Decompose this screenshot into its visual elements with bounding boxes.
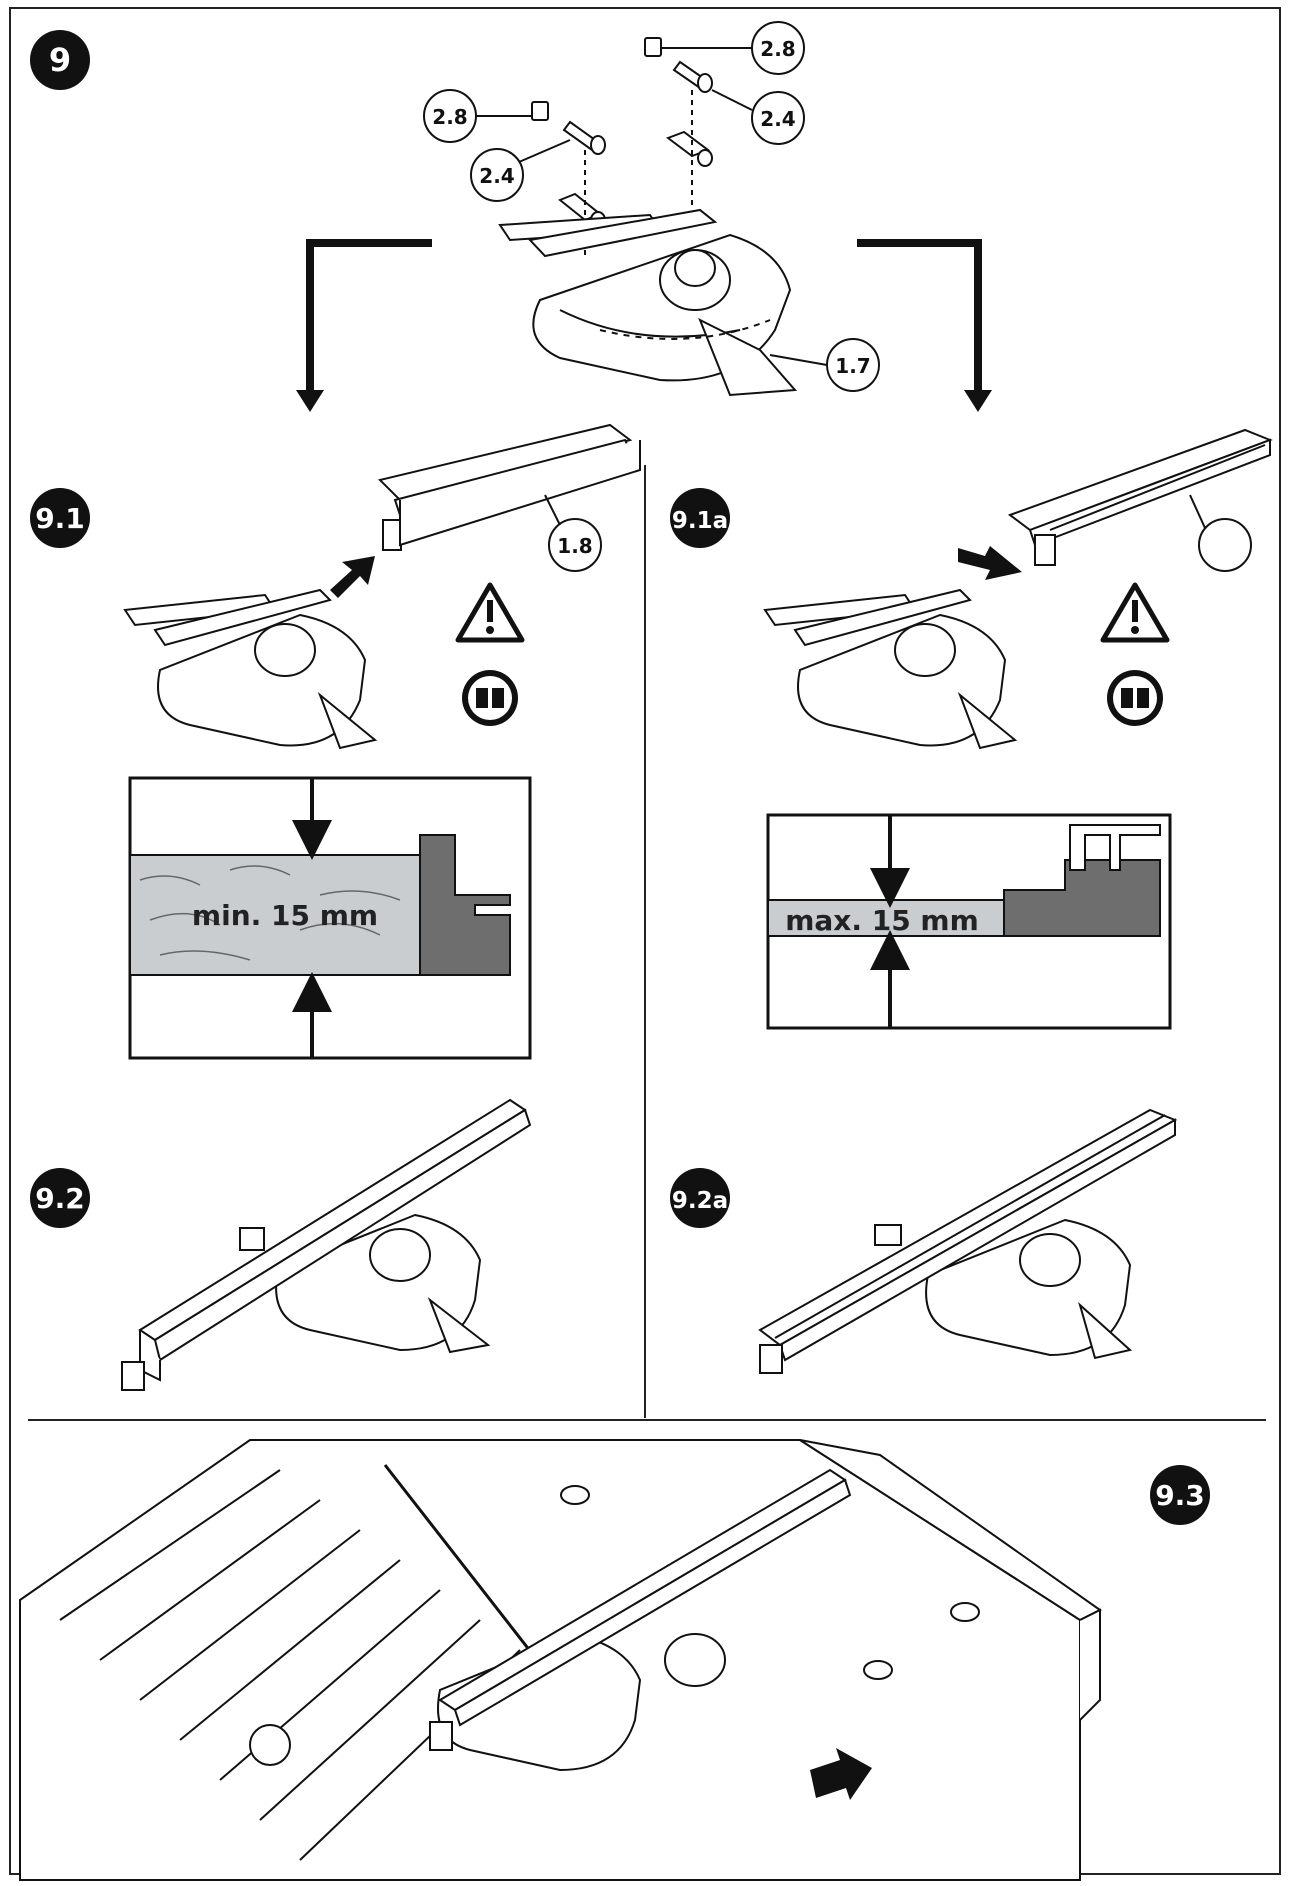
bolt-right-icon (672, 60, 713, 93)
callout-fence-9-1: 1.8 (544, 494, 602, 572)
detail-box-9-1: min. 15 mm (128, 776, 532, 1060)
step-9-1a-badge: 9.1a (670, 488, 730, 548)
fence-profile-section-low (1003, 859, 1161, 937)
svg-text:2.8: 2.8 (432, 105, 467, 129)
fence-profile-9-1a (1007, 428, 1273, 566)
saw-table-9-3 (19, 1439, 1102, 1881)
manual-info-icon (462, 670, 518, 726)
workpiece-wood (129, 854, 421, 976)
warning-triangle-icon (1100, 582, 1170, 643)
nut-right-icon (644, 37, 662, 57)
bolt-left-icon (562, 120, 606, 155)
fence-profile-9-1 (378, 423, 641, 551)
svg-text:9.1a: 9.1a (672, 508, 728, 534)
svg-text:1.7: 1.7 (835, 354, 870, 378)
branch-arrow-left (296, 239, 432, 412)
svg-text:2.4: 2.4 (760, 107, 795, 131)
max-thickness-label: max. 15 mm (785, 904, 979, 937)
warning-triangle-icon (455, 582, 525, 643)
callout-leader-9-1a (1189, 494, 1206, 529)
miter-gauge-9-1 (123, 588, 378, 750)
step-9-2-badge: 9.2 (30, 1168, 90, 1228)
callout-miter-gauge: 1.7 (769, 338, 880, 392)
empty-callout-9-1a (1198, 518, 1252, 572)
svg-text:9.2a: 9.2a (672, 1188, 728, 1214)
fence-on-gauge-9-2a (758, 1108, 1178, 1374)
svg-text:2.4: 2.4 (479, 164, 514, 188)
callout-nut-left: 2.8 (423, 89, 532, 143)
miter-gauge-9-1a (763, 588, 1018, 750)
insert-arrow-9-1a (958, 546, 1022, 580)
step-9-1-badge: 9.1 (30, 488, 90, 548)
miter-gauge-top (498, 208, 798, 397)
svg-text:1.8: 1.8 (557, 534, 592, 558)
nut-left-icon (531, 101, 549, 121)
svg-text:2.8: 2.8 (760, 37, 795, 61)
svg-text:9.2: 9.2 (35, 1182, 85, 1215)
branch-arrow-right (857, 239, 992, 412)
svg-text:9: 9 (49, 41, 71, 79)
svg-text:9.1: 9.1 (35, 502, 85, 535)
step-9-2a-badge: 9.2a (670, 1168, 730, 1228)
min-thickness-label: min. 15 mm (192, 899, 378, 932)
step-9-badge: 9 (30, 30, 90, 90)
callout-nut-right: 2.8 (661, 21, 805, 75)
manual-info-icon (1107, 670, 1163, 726)
step-9-3-badge: 9.3 (1150, 1465, 1210, 1525)
push-arrow-9-3 (810, 1748, 872, 1800)
callout-bolt-left: 2.4 (470, 139, 571, 202)
fence-profile-section (419, 834, 511, 976)
t-nut-right-icon (665, 130, 713, 167)
detail-box-9-1a: max. 15 mm (766, 813, 1172, 1030)
callout-bolt-right: 2.4 (711, 89, 805, 145)
svg-text:9.3: 9.3 (1155, 1479, 1205, 1512)
insert-arrow-9-1 (330, 556, 375, 598)
fence-on-gauge-9-2 (121, 1098, 532, 1391)
